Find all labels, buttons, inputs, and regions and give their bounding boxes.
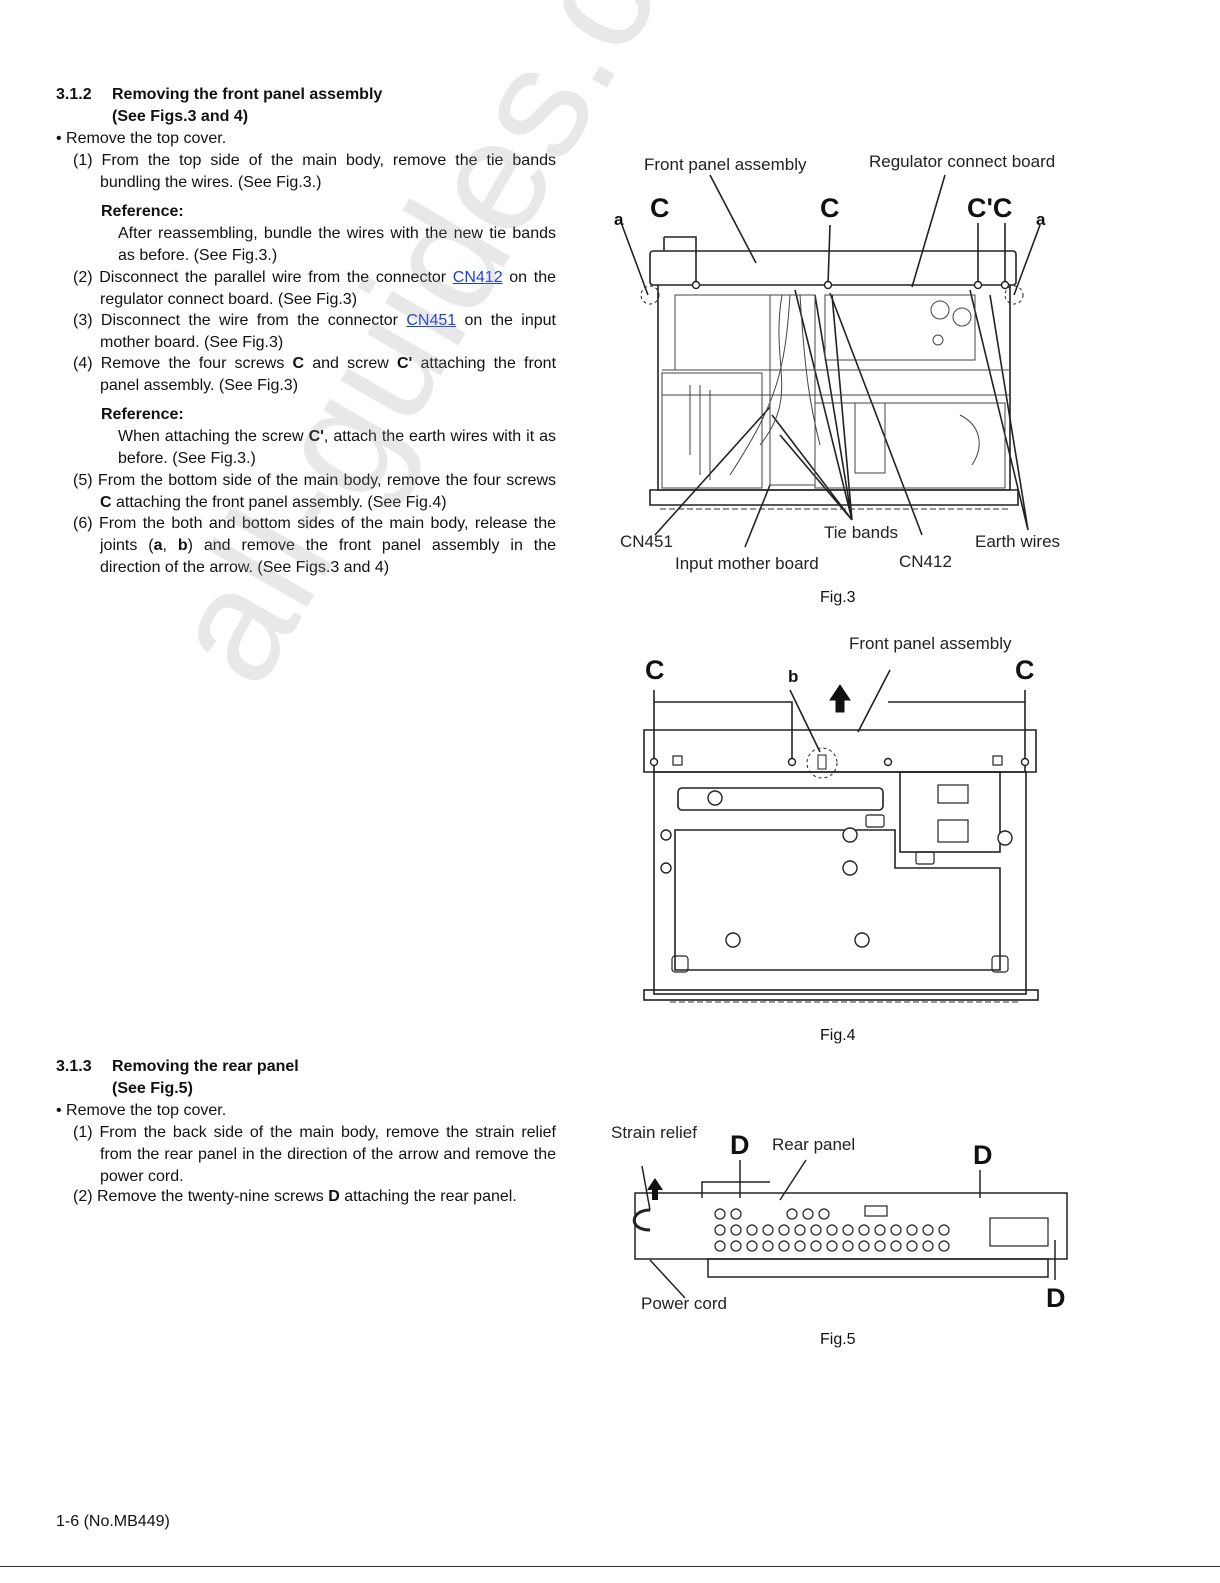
fig5-drawing <box>632 1159 1068 1299</box>
step-3-text-end: on the input mother board. (See Fig.3) <box>100 312 557 351</box>
fig3-label-cn412: CN412 <box>899 552 952 571</box>
reference-text-1: After reassembling, bundle the wires wit… <box>118 225 556 264</box>
fig3-label-earth-wires: Earth wires <box>975 532 1061 551</box>
fig3-label-c-left: C <box>650 193 670 223</box>
bullet-remove-top-cover: • Remove the top cover. <box>56 130 227 147</box>
fig3-label-c-mid: C <box>820 193 840 223</box>
rear-step-2: (2) Remove the twenty-nine screws D atta… <box>73 1188 517 1205</box>
fig3-caption: Fig.3 <box>820 589 856 606</box>
fig5-label-rear-panel: Rear panel <box>772 1135 856 1154</box>
fig3-label-a-left: a <box>614 210 624 229</box>
step-3: (3) Disconnect the wire from the connect… <box>73 310 556 354</box>
reference-text-2: When attaching the screw C', attach the … <box>118 428 556 467</box>
fig3-label-tie-bands: Tie bands <box>824 523 899 542</box>
fig3-label-cprime-c: C'C <box>967 193 1013 223</box>
fig5-label-d-bottom: D <box>1046 1283 1066 1313</box>
section-title-3-1-3: Removing the rear panel (See Fig.5) <box>112 1056 299 1100</box>
section-title-3-1-2: Removing the front panel assembly (See F… <box>112 84 382 128</box>
section-number-3-1-3: 3.1.3 <box>56 1058 92 1075</box>
section-title-line2: (See Figs.3 and 4) <box>112 108 249 125</box>
section-number-3-1-2: 3.1.2 <box>56 86 92 103</box>
fig3-label-input-mother-board: Input mother board <box>675 554 819 573</box>
fig4-label-b: b <box>788 667 799 686</box>
fig5-label-d-left: D <box>730 1130 750 1160</box>
fig4-caption: Fig.4 <box>820 1027 856 1044</box>
fig4-label-front-panel-assembly: Front panel assembly <box>849 634 1012 653</box>
fig5-caption: Fig.5 <box>820 1331 856 1348</box>
fig4-label-c-right: C <box>1015 655 1035 685</box>
step-1: (1) From the top side of the main body, … <box>73 152 556 191</box>
fig5-label-strain-relief: Strain relief <box>611 1123 697 1142</box>
step-2-text-end: on the regulator connect board. (See Fig… <box>100 269 557 308</box>
section-title-line1: Removing the front panel assembly <box>112 86 383 103</box>
cn412-link[interactable]: CN412 <box>452 269 503 286</box>
fig5-label-power-cord: Power cord <box>641 1294 727 1313</box>
rear-step-1: (1) From the back side of the main body,… <box>73 1124 556 1185</box>
step-6: (6) From the both and bottom sides of th… <box>73 515 556 576</box>
fig5-label-d-right: D <box>973 1140 993 1170</box>
fig3-label-front-panel-assembly: Front panel assembly <box>644 155 807 174</box>
page-footer: 1-6 (No.MB449) <box>56 1513 170 1530</box>
fig3-label-a-right: a <box>1036 210 1046 229</box>
cn451-link[interactable]: CN451 <box>406 312 457 329</box>
step-3-text: (3) Disconnect the wire from the connect… <box>73 312 407 329</box>
section-title-line2: (See Fig.5) <box>112 1080 193 1097</box>
step-5: (5) From the bottom side of the main bod… <box>73 472 556 511</box>
step-4: (4) Remove the four screws C and screw C… <box>73 355 557 394</box>
fig3-label-regulator-connect-board: Regulator connect board <box>869 152 1056 171</box>
fig4-label-c-left: C <box>645 655 665 685</box>
fig3-label-cn451: CN451 <box>620 532 673 551</box>
step-2: (2) Disconnect the parallel wire from th… <box>73 267 556 311</box>
step-2-text: (2) Disconnect the parallel wire from th… <box>73 269 453 286</box>
reference-heading-1: Reference: <box>101 203 184 220</box>
fig4-drawing <box>643 669 1039 1003</box>
bullet-remove-top-cover-2: • Remove the top cover. <box>56 1102 227 1119</box>
bottom-rule <box>0 1566 1220 1567</box>
reference-heading-2: Reference: <box>101 406 184 423</box>
fig3-drawing <box>621 174 1041 548</box>
section-title-line1: Removing the rear panel <box>112 1058 299 1075</box>
